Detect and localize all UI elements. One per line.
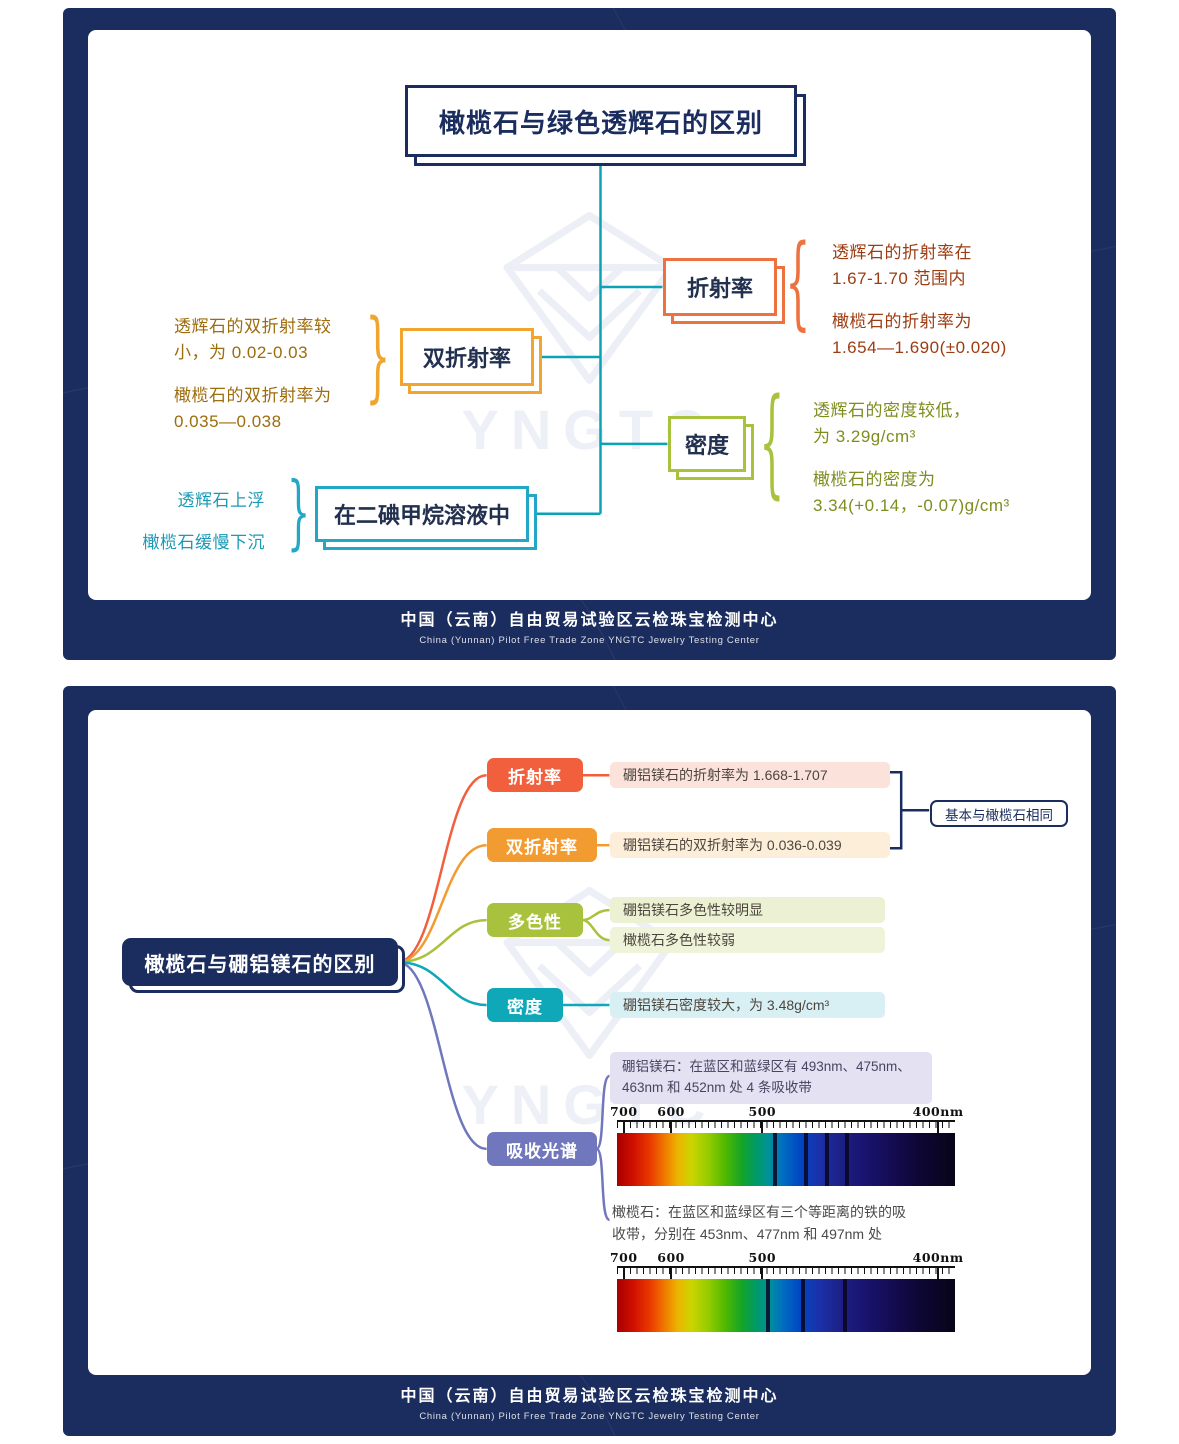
- brace-refractive-index: {: [785, 224, 811, 342]
- connector-lines: [397, 771, 930, 1222]
- wavelength-label: 400nm: [912, 1104, 964, 1119]
- bar-density-value: 硼铝镁石密度较大，为 3.48g/cm³: [610, 992, 885, 1018]
- node-density: 密度: [487, 988, 563, 1022]
- text-absorption-peridot: 橄榄石：在蓝区和蓝绿区有三个等距离的铁的吸 收带，分别在 453nm、477nm…: [612, 1204, 906, 1242]
- wavelength-ruler: [617, 1120, 955, 1133]
- wavelength-label: 600: [657, 1104, 685, 1119]
- absorption-band-452nm: [844, 1133, 849, 1186]
- details-solution: 透辉石上浮 橄榄石缓慢下沉: [128, 488, 265, 557]
- detail-diopside-density: 透辉石的密度较低， 为 3.29g/cm³: [813, 401, 971, 447]
- absorption-band-477nm: [800, 1279, 805, 1332]
- wavelength-label: 500: [748, 1104, 777, 1119]
- node-absorption-spectrum: 吸收光谱: [487, 1132, 597, 1166]
- major-tick: [622, 1122, 625, 1133]
- detail-peridot-density: 橄榄石的密度为 3.34(+0.14，-0.07)g/cm³: [813, 469, 1010, 516]
- bar-birefringence-value: 硼铝镁石的双折射率为 0.036-0.039: [610, 832, 890, 858]
- slide-peridot-vs-diopside: YNGTC 橄榄石与绿色透辉石的区别 折射率 { 透辉石的折射率在 1.67-1…: [63, 8, 1116, 660]
- node-birefringence: 双折射率: [487, 828, 597, 862]
- node-label: 多色性: [508, 912, 562, 932]
- absorption-band-497nm: [765, 1279, 770, 1332]
- major-tick: [761, 1122, 764, 1133]
- detail-peridot-biri: 橄榄石的双折射率为 0.035—0.038: [174, 385, 332, 432]
- absorption-band-453nm: [842, 1279, 847, 1332]
- connector-pleo-bar2: [582, 918, 610, 942]
- node-label: 折射率: [686, 276, 753, 301]
- connector-root-density: [397, 960, 487, 1007]
- wavelength-label: 400nm: [912, 1250, 964, 1265]
- detail-peridot-sinks: 橄榄石缓慢下沉: [142, 533, 265, 553]
- node-label: 双折射率: [422, 346, 511, 371]
- detail-diopside-biri: 透辉石的双折射率较 小，为 0.02-0.03: [174, 317, 332, 363]
- connector-pleo-bar1: [582, 908, 610, 922]
- details-birefringence: 透辉石的双折射率较 小，为 0.02-0.03 橄榄石的双折射率为 0.035—…: [174, 314, 404, 435]
- absorption-band-475nm: [804, 1133, 809, 1186]
- center-name-cn: 中国（云南）自由贸易试验区云检珠宝检测中心: [400, 1388, 779, 1405]
- node-label: 折射率: [508, 767, 562, 787]
- root-label: 橄榄石与硼铝镁石的区别: [144, 953, 376, 976]
- bar-pleochroism-sinhalite: 硼铝镁石多色性较明显: [610, 897, 885, 923]
- connector-root-pleochroism: [397, 918, 487, 964]
- slide1-title: 橄榄石与绿色透辉石的区别: [405, 85, 797, 157]
- wavelength-label: 700: [609, 1104, 638, 1119]
- slide1-card: YNGTC 橄榄石与绿色透辉石的区别 折射率 { 透辉石的折射率在 1.67-1…: [88, 30, 1091, 600]
- major-tick: [937, 1122, 940, 1133]
- brace-solution: }: [286, 466, 311, 560]
- node-refractive-index: 折射率: [487, 758, 583, 792]
- center-name-cn: 中国（云南）自由贸易试验区云检珠宝检测中心: [400, 612, 779, 629]
- node-label: 密度: [684, 433, 729, 458]
- connector-absorption-text: [595, 1147, 611, 1222]
- node-birefringence: 双折射率: [400, 328, 534, 386]
- wavelength-label: 600: [657, 1250, 685, 1265]
- node-label: 双折射率: [506, 837, 578, 857]
- bar-refractive-index-value: 硼铝镁石的折射率为 1.668-1.707: [610, 762, 890, 788]
- root-node: 橄榄石与硼铝镁石的区别: [122, 938, 398, 986]
- wavelength-ruler: [617, 1266, 955, 1279]
- connector-lines: [528, 157, 668, 516]
- slide1-title-text: 橄榄石与绿色透辉石的区别: [438, 107, 763, 138]
- connector-root-ri: [397, 774, 487, 964]
- details-refractive-index: 透辉石的折射率在 1.67-1.70 范围内 橄榄石的折射率为 1.654—1.…: [832, 240, 1072, 361]
- center-name-en: China (Yunnan) Pilot Free Trade Zone YNG…: [419, 635, 760, 646]
- connector-absorption-bar: [595, 1074, 611, 1151]
- bar-absorption-sinhalite: 硼铝镁石：在蓝区和蓝绿区有 493nm、475nm、 463nm 和 452nm…: [610, 1052, 932, 1104]
- absorption-spectrum-sinhalite: 700 600 500 400nm: [610, 1104, 963, 1186]
- wavelength-scale-labels: 700 600 500 400nm: [610, 1250, 963, 1265]
- bar-pleochroism-peridot: 橄榄石多色性较弱: [610, 927, 885, 953]
- detail-peridot-ri: 橄榄石的折射率为 1.654—1.690(±0.020): [832, 311, 1007, 358]
- node-refractive-index: 折射率: [663, 258, 777, 316]
- wavelength-label: 700: [609, 1250, 638, 1265]
- node-label: 吸收光谱: [506, 1141, 578, 1161]
- connector-root-absorption: [397, 960, 487, 1151]
- bracket-same-as-peridot: [889, 771, 930, 850]
- major-tick: [622, 1268, 625, 1279]
- major-tick: [670, 1122, 673, 1133]
- spectrum-gradient: [617, 1279, 955, 1332]
- node-label: 密度: [507, 997, 543, 1017]
- node-density: 密度: [668, 416, 746, 472]
- node-diiodomethane-solution: 在二碘甲烷溶液中: [315, 486, 529, 542]
- node-pleochroism: 多色性: [487, 903, 583, 937]
- detail-diopside-floats: 透辉石上浮: [177, 491, 265, 510]
- details-density: 透辉石的密度较低， 为 3.29g/cm³ 橄榄石的密度为 3.34(+0.14…: [813, 398, 1058, 519]
- wavelength-label: 500: [748, 1250, 777, 1265]
- slide2-card: YNGTC 橄榄石与硼铝镁石的区别 折射率: [88, 710, 1091, 1375]
- center-name-en: China (Yunnan) Pilot Free Trade Zone YNG…: [419, 1411, 760, 1422]
- major-tick: [937, 1268, 940, 1279]
- connector-root-biri: [397, 843, 487, 964]
- detail-diopside-ri: 透辉石的折射率在 1.67-1.70 范围内: [832, 243, 972, 289]
- brace-density: {: [759, 374, 785, 512]
- slide-peridot-vs-sinhalite: YNGTC 橄榄石与硼铝镁石的区别 折射率: [63, 686, 1116, 1436]
- major-tick: [670, 1268, 673, 1279]
- absorption-band-493nm: [772, 1133, 777, 1186]
- brace-birefringence: }: [365, 300, 391, 414]
- absorption-band-463nm: [825, 1133, 830, 1186]
- spectrum-gradient: [617, 1133, 955, 1186]
- major-tick: [761, 1268, 764, 1279]
- slide2-footer: 中国（云南）自由贸易试验区云检珠宝检测中心 China (Yunnan) Pil…: [63, 1382, 1116, 1422]
- absorption-spectrum-peridot: 700 600 500 400nm: [610, 1250, 963, 1332]
- note-same-as-peridot: 基本与橄榄石相同: [930, 800, 1068, 827]
- wavelength-scale-labels: 700 600 500 400nm: [610, 1104, 963, 1119]
- node-label: 在二碘甲烷溶液中: [333, 503, 510, 528]
- slide1-footer: 中国（云南）自由贸易试验区云检珠宝检测中心 China (Yunnan) Pil…: [63, 606, 1116, 646]
